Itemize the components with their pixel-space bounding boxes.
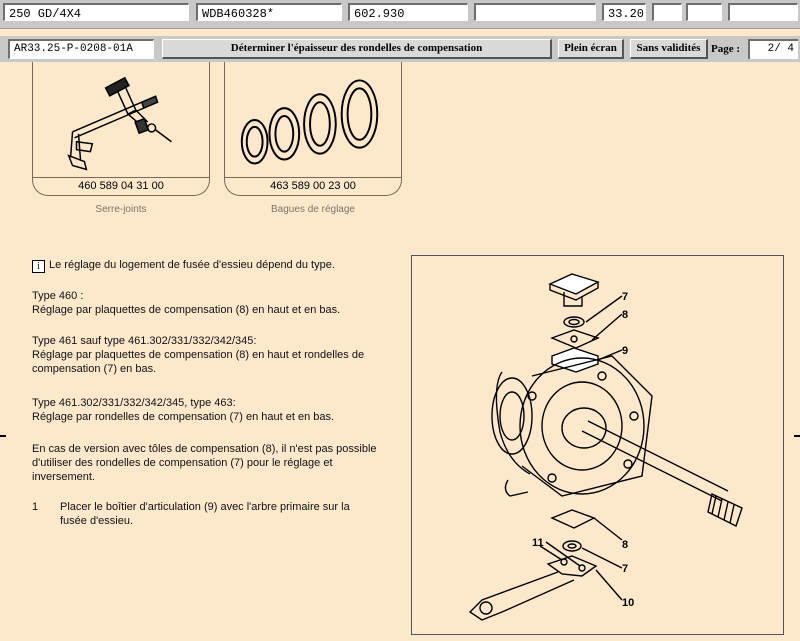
page-indicator: 2/ 4: [748, 39, 798, 59]
empty-field-4: [728, 3, 798, 21]
page-label: Page :: [711, 43, 741, 55]
intro-text: Le réglage du logement de fusée d'essieu…: [49, 259, 335, 271]
document-title[interactable]: Déterminer l'épaisseur des rondelles de …: [162, 39, 552, 59]
tool-number: 463 589 00 23 00: [225, 177, 401, 195]
no-validity-button[interactable]: Sans validités: [630, 39, 708, 59]
right-edge-marker: [794, 435, 800, 437]
diagram-label: 11: [532, 537, 544, 549]
diagram-label: 9: [622, 345, 628, 357]
diagram-label: 7: [622, 563, 628, 575]
document-toolbar: AR33.25-P-0208-01A Déterminer l'épaisseu…: [0, 36, 800, 62]
tool-number: 460 589 04 31 00: [33, 177, 209, 195]
step-number: 1: [32, 501, 39, 513]
diagram-label: 10: [622, 597, 634, 609]
intro-paragraph: i Le réglage du logement de fusée d'essie…: [32, 258, 382, 273]
type460-text: Réglage par plaquettes de compensation (…: [32, 304, 341, 316]
diagram-label: 8: [622, 539, 628, 551]
clamp-tool-icon: [67, 76, 172, 171]
empty-field: [474, 3, 596, 21]
type463-text: Réglage par rondelles de compensation (7…: [32, 411, 335, 423]
note-paragraph: En cas de version avec tôles de compensa…: [32, 443, 377, 483]
document-reference: AR33.25-P-0208-01A: [8, 39, 154, 59]
model-field: 250 GD/4X4: [3, 3, 189, 21]
left-edge-marker: [0, 435, 6, 437]
adjustment-rings-icon: [240, 79, 379, 165]
tool-card-clamp[interactable]: 460 589 04 31 00: [32, 62, 210, 196]
tool-caption: Bagues de réglage: [271, 204, 355, 215]
axle-knuckle-diagram-icon: 7 8 9 8 7 10 11: [468, 273, 743, 621]
exploded-diagram: 7 8 9 8 7 10 11: [411, 255, 784, 635]
diagram-label: 7: [622, 291, 628, 303]
tool-card-rings[interactable]: 463 589 00 23 00: [224, 62, 402, 196]
info-icon: i: [32, 260, 45, 273]
empty-field-2: [652, 3, 682, 21]
header-bar: 250 GD/4X4 WDB460328* 602.930 33.20: [0, 0, 800, 29]
empty-field-3: [686, 3, 722, 21]
type463-title: Type 461.302/331/332/342/345, type 463:: [32, 397, 236, 409]
type461-text: Réglage par plaquettes de compensation (…: [32, 349, 365, 375]
type461-title: Type 461 sauf type 461.302/331/332/342/3…: [32, 335, 257, 347]
value-field: 33.20: [602, 3, 646, 21]
type460-title: Type 460 :: [32, 290, 84, 302]
tool-caption: Serre-joints: [95, 204, 147, 215]
vin-field: WDB460328*: [196, 3, 342, 21]
code-field: 602.930: [348, 3, 468, 21]
fullscreen-button[interactable]: Plein écran: [558, 39, 624, 59]
diagram-label: 8: [622, 309, 628, 321]
step-text: Placer le boîtier d'articulation (9) ave…: [60, 501, 350, 527]
